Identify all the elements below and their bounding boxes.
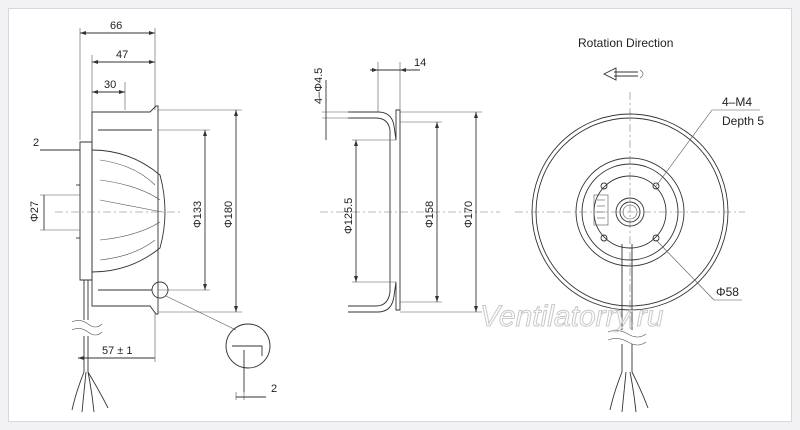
rotation-direction-title: Rotation Direction: [578, 36, 673, 50]
dim-phi27: Φ27: [29, 201, 41, 222]
dim-holes: 4–Φ4.5: [313, 68, 325, 104]
dim-2-detail: 2: [271, 383, 277, 395]
dim-30: 30: [104, 79, 116, 91]
dim-phi58: Φ58: [716, 285, 739, 299]
dim-57: 57 ± 1: [102, 345, 133, 357]
dim-66: 66: [110, 20, 122, 32]
dim-14: 14: [414, 57, 426, 69]
thread-label: 4–M4: [722, 95, 752, 109]
section-view: 4–Φ4.5 14 Φ125.5 Φ158: [313, 57, 500, 313]
dim-phi133: Φ133: [192, 201, 204, 228]
dim-phi170: Φ170: [463, 201, 475, 228]
rotation-arrow-icon: [602, 67, 644, 81]
front-view: Rotation Direction: [515, 36, 764, 413]
side-view: 66 47 30 2: [29, 20, 277, 413]
dim-phi125: Φ125.5: [343, 198, 355, 234]
dim-phi180: Φ180: [223, 201, 235, 228]
dim-2-left: 2: [33, 137, 39, 149]
dim-47: 47: [116, 49, 128, 61]
depth-label: Depth 5: [722, 114, 764, 128]
dim-phi158: Φ158: [424, 201, 436, 228]
watermark: Ventilatorry.ru: [480, 300, 664, 333]
